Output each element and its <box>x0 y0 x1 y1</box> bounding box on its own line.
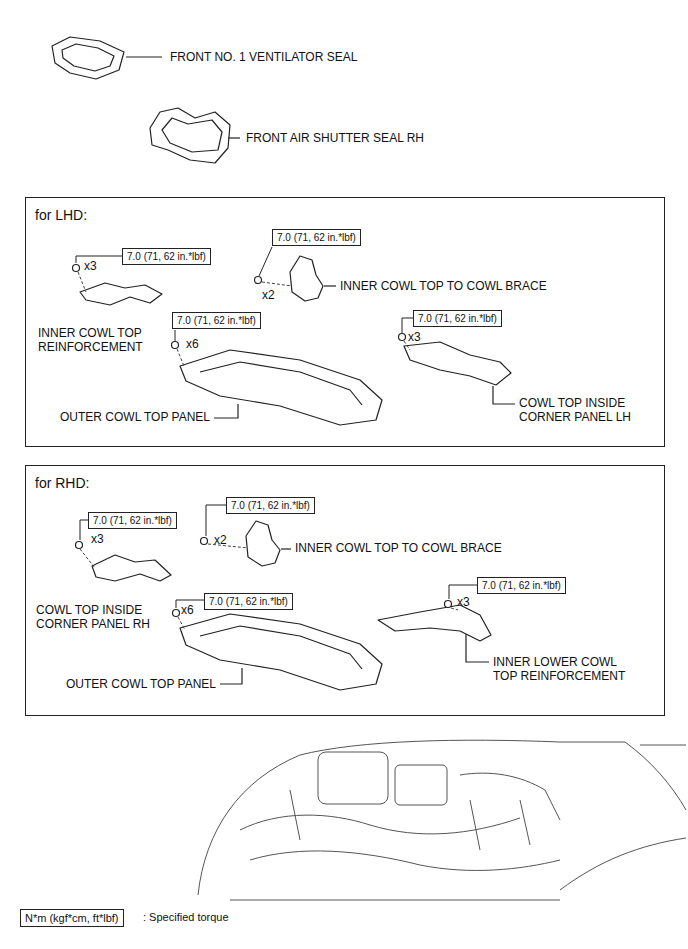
part-name: OUTER COWL TOP PANEL <box>66 677 216 691</box>
leader-line <box>324 285 336 286</box>
bolt-symbol <box>172 342 179 349</box>
seal-part <box>52 37 124 79</box>
quantity-label: x6 <box>181 603 194 617</box>
bolt-symbol <box>255 277 262 284</box>
seal-part <box>150 108 230 163</box>
bolt-symbol <box>73 265 80 272</box>
torque-box: 7.0 (71, 62 in.*lbf) <box>122 248 211 265</box>
part-name: FRONT NO. 1 VENTILATOR SEAL <box>170 50 357 64</box>
part-name: INNER LOWER COWL TOP REINFORCEMENT <box>493 655 631 683</box>
leader-line <box>493 386 515 404</box>
bolt-path <box>78 272 86 292</box>
leader-line <box>466 634 489 662</box>
part-name: COWL TOP INSIDE CORNER PANEL RH <box>36 603 156 631</box>
reinforcement-part <box>378 605 491 641</box>
torque-value: N*m (kgf*cm, ft*lbf) <box>25 912 119 924</box>
torque-value: 7.0 (71, 62 in.*lbf) <box>93 515 172 526</box>
battery-box <box>395 765 447 805</box>
leader-line <box>214 404 238 418</box>
part-name: FRONT AIR SHUTTER SEAL RH <box>246 131 424 145</box>
bolt-path <box>262 282 292 286</box>
bolt-path <box>451 608 458 610</box>
leader-line <box>80 520 88 540</box>
engine-cover <box>318 752 388 804</box>
cowl-panel-detail <box>200 626 362 669</box>
bumper-line <box>230 900 560 901</box>
torque-value: 7.0 (71, 62 in.*lbf) <box>231 500 310 511</box>
leader-line <box>175 330 176 341</box>
torque-box: 7.0 (71, 62 in.*lbf) <box>204 593 293 610</box>
cowl-line <box>640 745 686 746</box>
part-name: INNER COWL TOP TO COWL BRACE <box>295 541 502 555</box>
bolt-symbol <box>399 334 406 341</box>
quantity-label: x3 <box>408 330 421 344</box>
torque-box: 7.0 (71, 62 in.*lbf) <box>172 312 261 329</box>
corner-panel-part <box>92 555 171 581</box>
reinforcement-part <box>80 283 162 305</box>
seal-detail <box>62 44 114 71</box>
quantity-label: x2 <box>262 288 275 302</box>
leader-line <box>126 56 162 57</box>
bolt-path <box>80 549 95 568</box>
leader-line <box>76 256 122 263</box>
torque-box: 7.0 (71, 62 in.*lbf) <box>272 229 361 246</box>
torque-box: 7.0 (71, 62 in.*lbf) <box>226 497 315 514</box>
torque-box: 7.0 (71, 62 in.*lbf) <box>88 512 177 529</box>
leader-line <box>259 247 272 276</box>
part-name: OUTER COWL TOP PANEL <box>60 410 210 424</box>
leader-line <box>228 137 240 138</box>
brace-part <box>290 256 323 301</box>
leader-line <box>220 668 242 684</box>
cowl-panel-detail <box>200 362 362 405</box>
bolt-symbol <box>76 542 83 549</box>
seal-detail <box>162 118 222 152</box>
leader-line <box>206 505 226 536</box>
bolt-symbol <box>445 601 452 608</box>
quantity-label: x3 <box>84 259 97 273</box>
torque-value: 7.0 (71, 62 in.*lbf) <box>127 251 206 262</box>
bolt-symbol <box>173 610 180 617</box>
cowl-panel-part <box>180 350 382 425</box>
bolt-path <box>178 617 185 630</box>
part-name: : Specified torque <box>143 910 229 924</box>
quantity-label: x2 <box>214 533 227 547</box>
quantity-label: x6 <box>186 337 199 351</box>
part-name: INNER COWL TOP REINFORCEMENT <box>38 326 153 354</box>
panel-heading: for RHD: <box>35 475 89 491</box>
hose <box>460 773 560 820</box>
torque-box: 7.0 (71, 62 in.*lbf) <box>477 577 566 594</box>
legend-box: N*m (kgf*cm, ft*lbf) <box>20 909 124 927</box>
torque-value: 7.0 (71, 62 in.*lbf) <box>418 313 497 324</box>
hood-edge <box>198 740 625 895</box>
panel-heading: for LHD: <box>35 207 87 223</box>
leader-line <box>281 548 291 549</box>
bolt-symbol <box>201 538 208 545</box>
torque-value: 7.0 (71, 62 in.*lbf) <box>482 580 561 591</box>
engine-detail <box>290 790 530 850</box>
hose <box>250 851 560 871</box>
quantity-label: x3 <box>91 532 104 546</box>
quantity-label: x3 <box>457 595 470 609</box>
part-name: INNER COWL TOP TO COWL BRACE <box>340 279 547 293</box>
torque-box: 7.0 (71, 62 in.*lbf) <box>413 310 502 327</box>
hose <box>240 815 520 834</box>
corner-panel-part <box>404 342 511 385</box>
torque-value: 7.0 (71, 62 in.*lbf) <box>277 232 356 243</box>
bolt-path <box>177 349 184 366</box>
torque-value: 7.0 (71, 62 in.*lbf) <box>177 315 256 326</box>
fender-line <box>625 742 686 810</box>
part-name: COWL TOP INSIDE CORNER PANEL LH <box>519 396 644 424</box>
fender-line <box>560 838 686 890</box>
torque-value: 7.0 (71, 62 in.*lbf) <box>209 596 288 607</box>
brace-part <box>246 521 280 566</box>
